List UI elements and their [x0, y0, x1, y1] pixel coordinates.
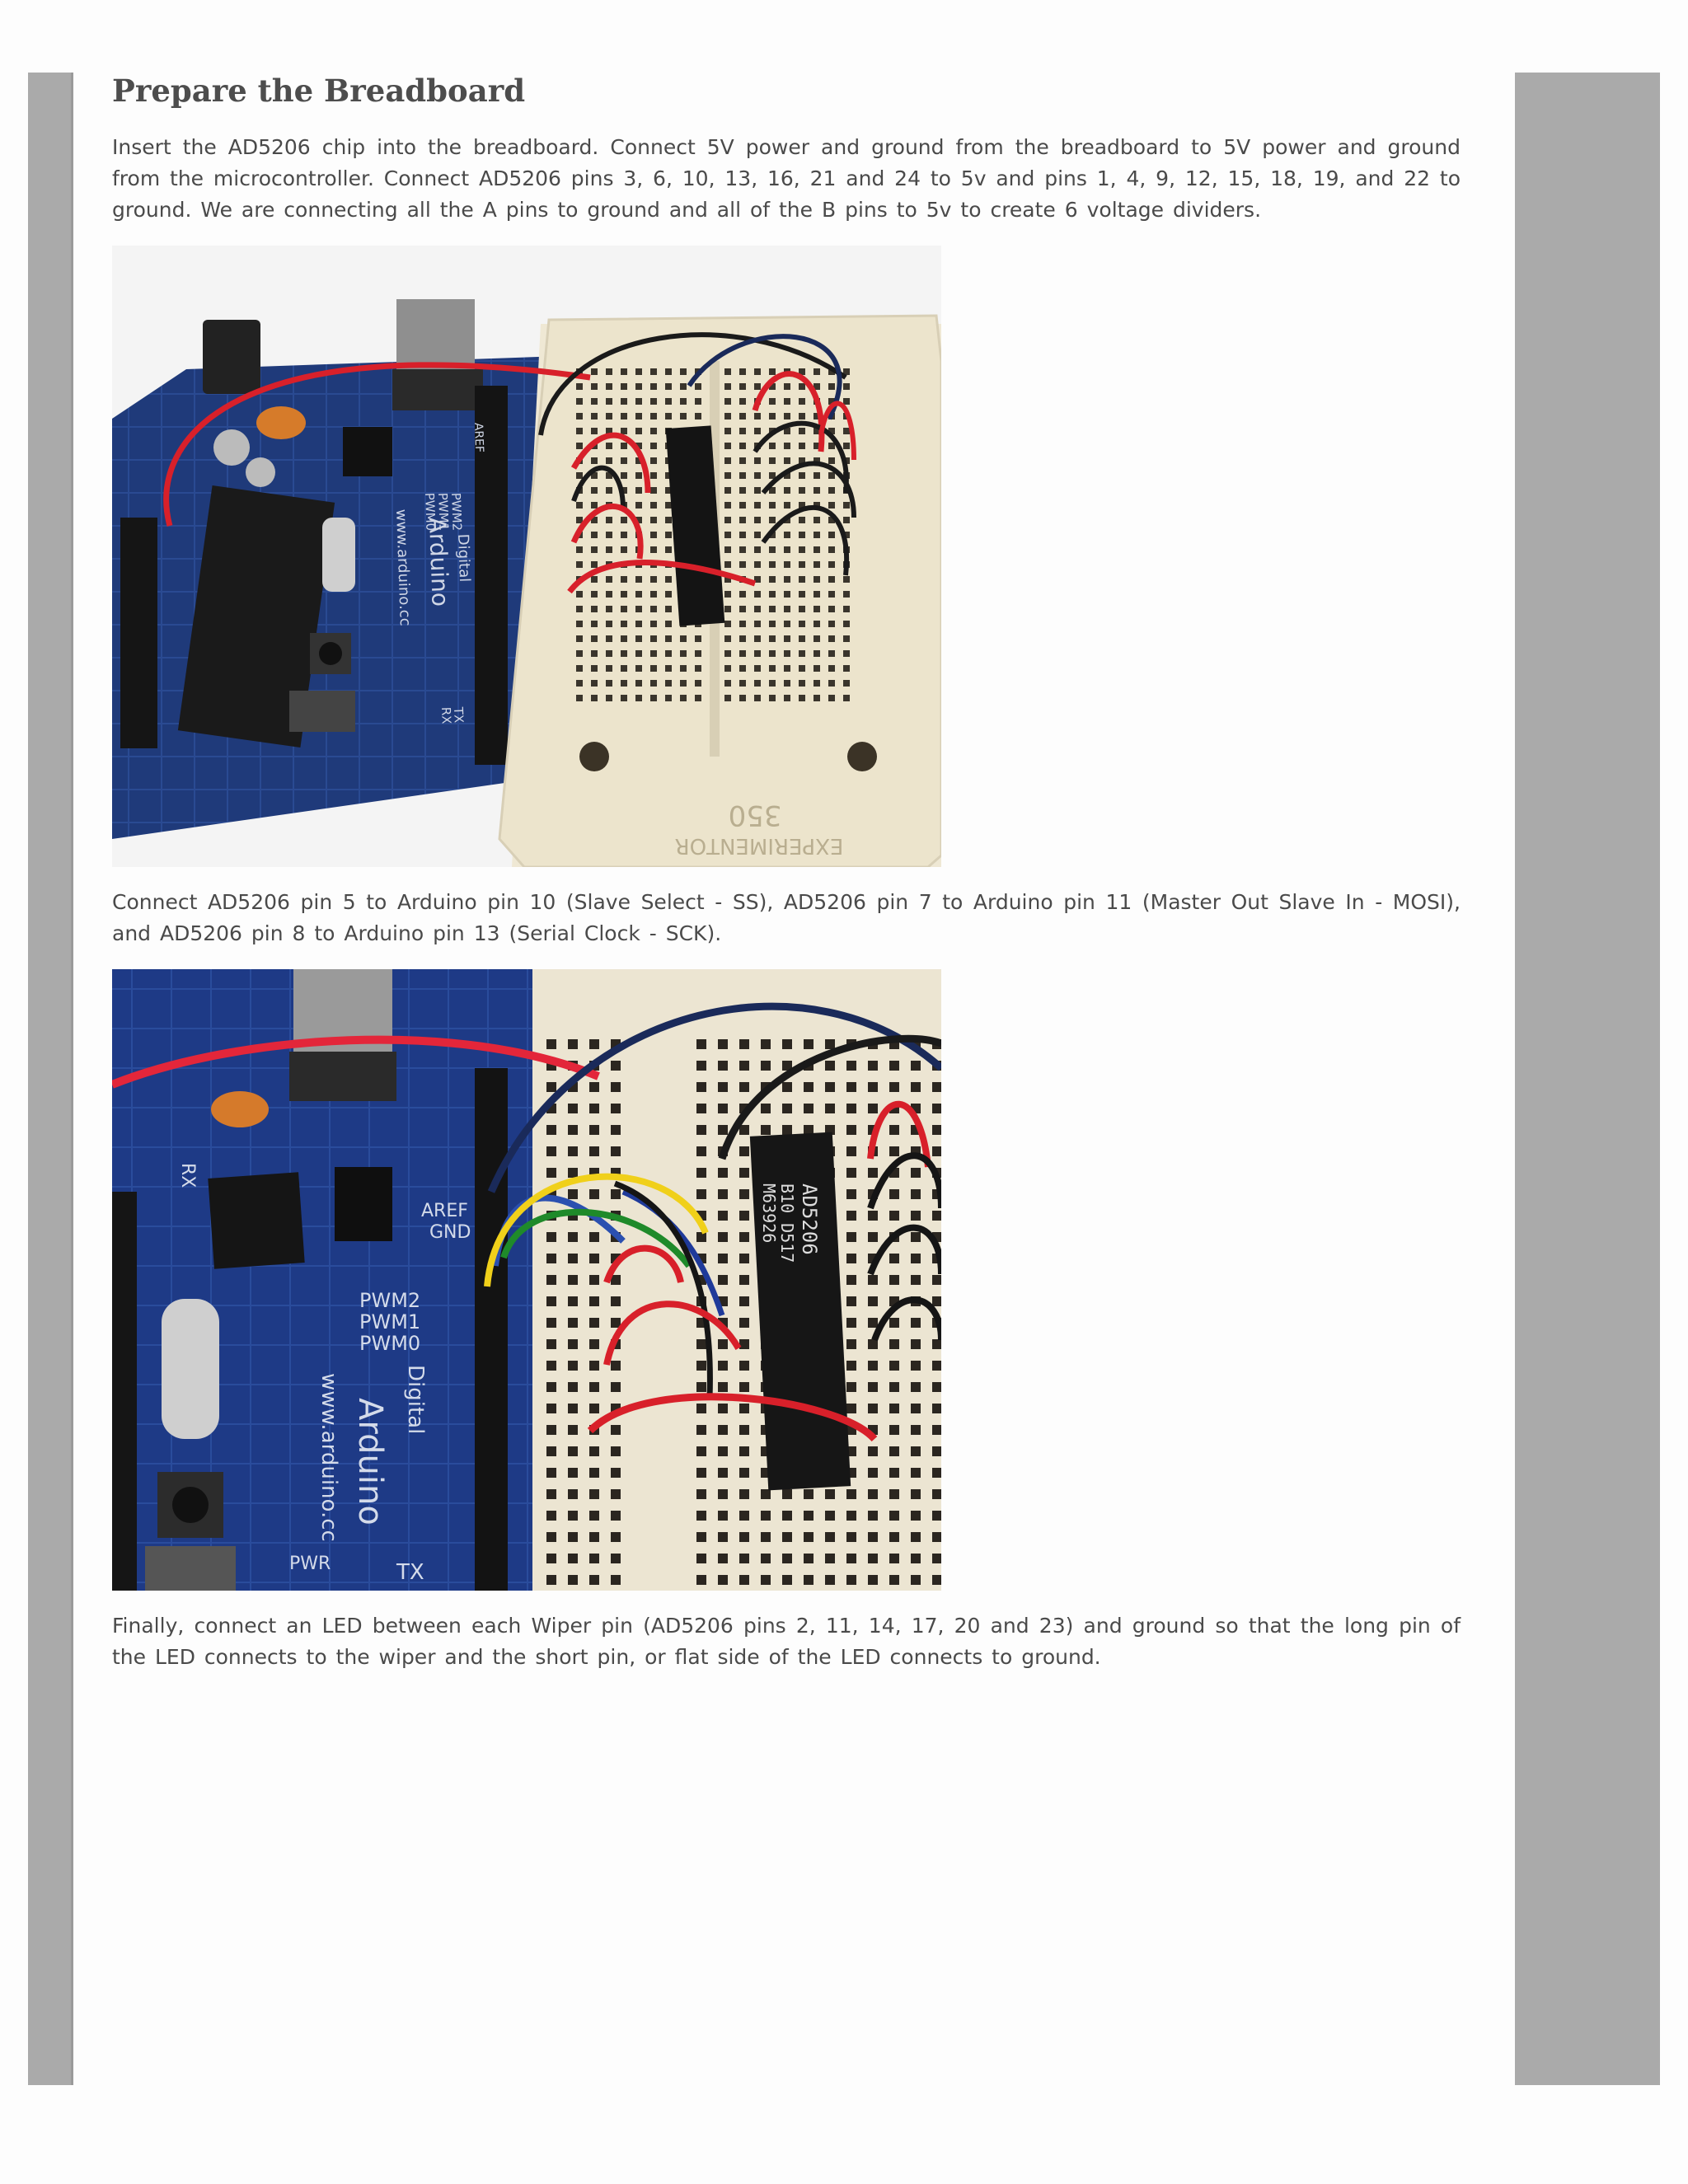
photo1-pwm2-label: PWM2 [448, 493, 465, 532]
photo1-tx-label: TX [451, 706, 467, 724]
right-sidebar-bar [1515, 73, 1660, 2085]
left-sidebar-bar [28, 73, 73, 2085]
photo2-arduino-label: Arduino [351, 1398, 389, 1526]
photo2-digital-label: Digital [403, 1365, 428, 1434]
paragraph-spi-connections: Connect AD5206 pin 5 to Arduino pin 10 (… [112, 890, 1461, 945]
photo2-pwm0-label: PWM0 [359, 1332, 420, 1355]
photo2-chip-label-2: B10 D517 [777, 1183, 797, 1263]
paragraph-insert-chip: Insert the AD5206 chip into the breadboa… [112, 135, 1461, 222]
photo2-pwm1-label: PWM1 [359, 1310, 420, 1333]
paragraph-led-connections: Finally, connect an LED between each Wip… [112, 1614, 1461, 1669]
photo1-url-label: www.arduino.cc [392, 509, 414, 626]
breadboard-photo-1: Arduino www.arduino.cc Digital AREF PWM2… [112, 246, 941, 867]
photo2-rx-label: RX [177, 1163, 198, 1188]
breadboard-photo-2: Arduino www.arduino.cc Digital AREF GND … [112, 969, 941, 1591]
photo1-pwm0-label: PWM0 [422, 493, 438, 532]
photo1-pwm1-label: PWM1 [435, 493, 452, 532]
photo2-pwr-label: PWR [289, 1554, 331, 1574]
photo2-chip-label-1: AD5206 [798, 1183, 821, 1255]
photo2-pwm2-label: PWM2 [359, 1289, 420, 1312]
photo2-aref-label: AREF [421, 1201, 468, 1221]
page-title: Prepare the Breadboard [112, 73, 526, 109]
photo2-gnd-label: GND [429, 1222, 471, 1243]
photo1-breadboard-number: 350 [729, 799, 782, 832]
photo1-breadboard-brand: EXPERIMENTOR [675, 833, 844, 858]
photo2-chip-label-3: M63926 [759, 1183, 779, 1243]
photo1-digital-label: Digital [454, 533, 473, 582]
photo1-aref-label: AREF [471, 423, 485, 453]
photo1-rx-label: RX [438, 707, 454, 724]
photo1-arduino-label: Arduino [424, 517, 454, 607]
photo2-url-label: www.arduino.cc [316, 1373, 341, 1542]
photo2-tx-label: TX [396, 1560, 424, 1585]
article-content: Prepare the Breadboard Insert the AD5206… [112, 71, 1461, 1673]
